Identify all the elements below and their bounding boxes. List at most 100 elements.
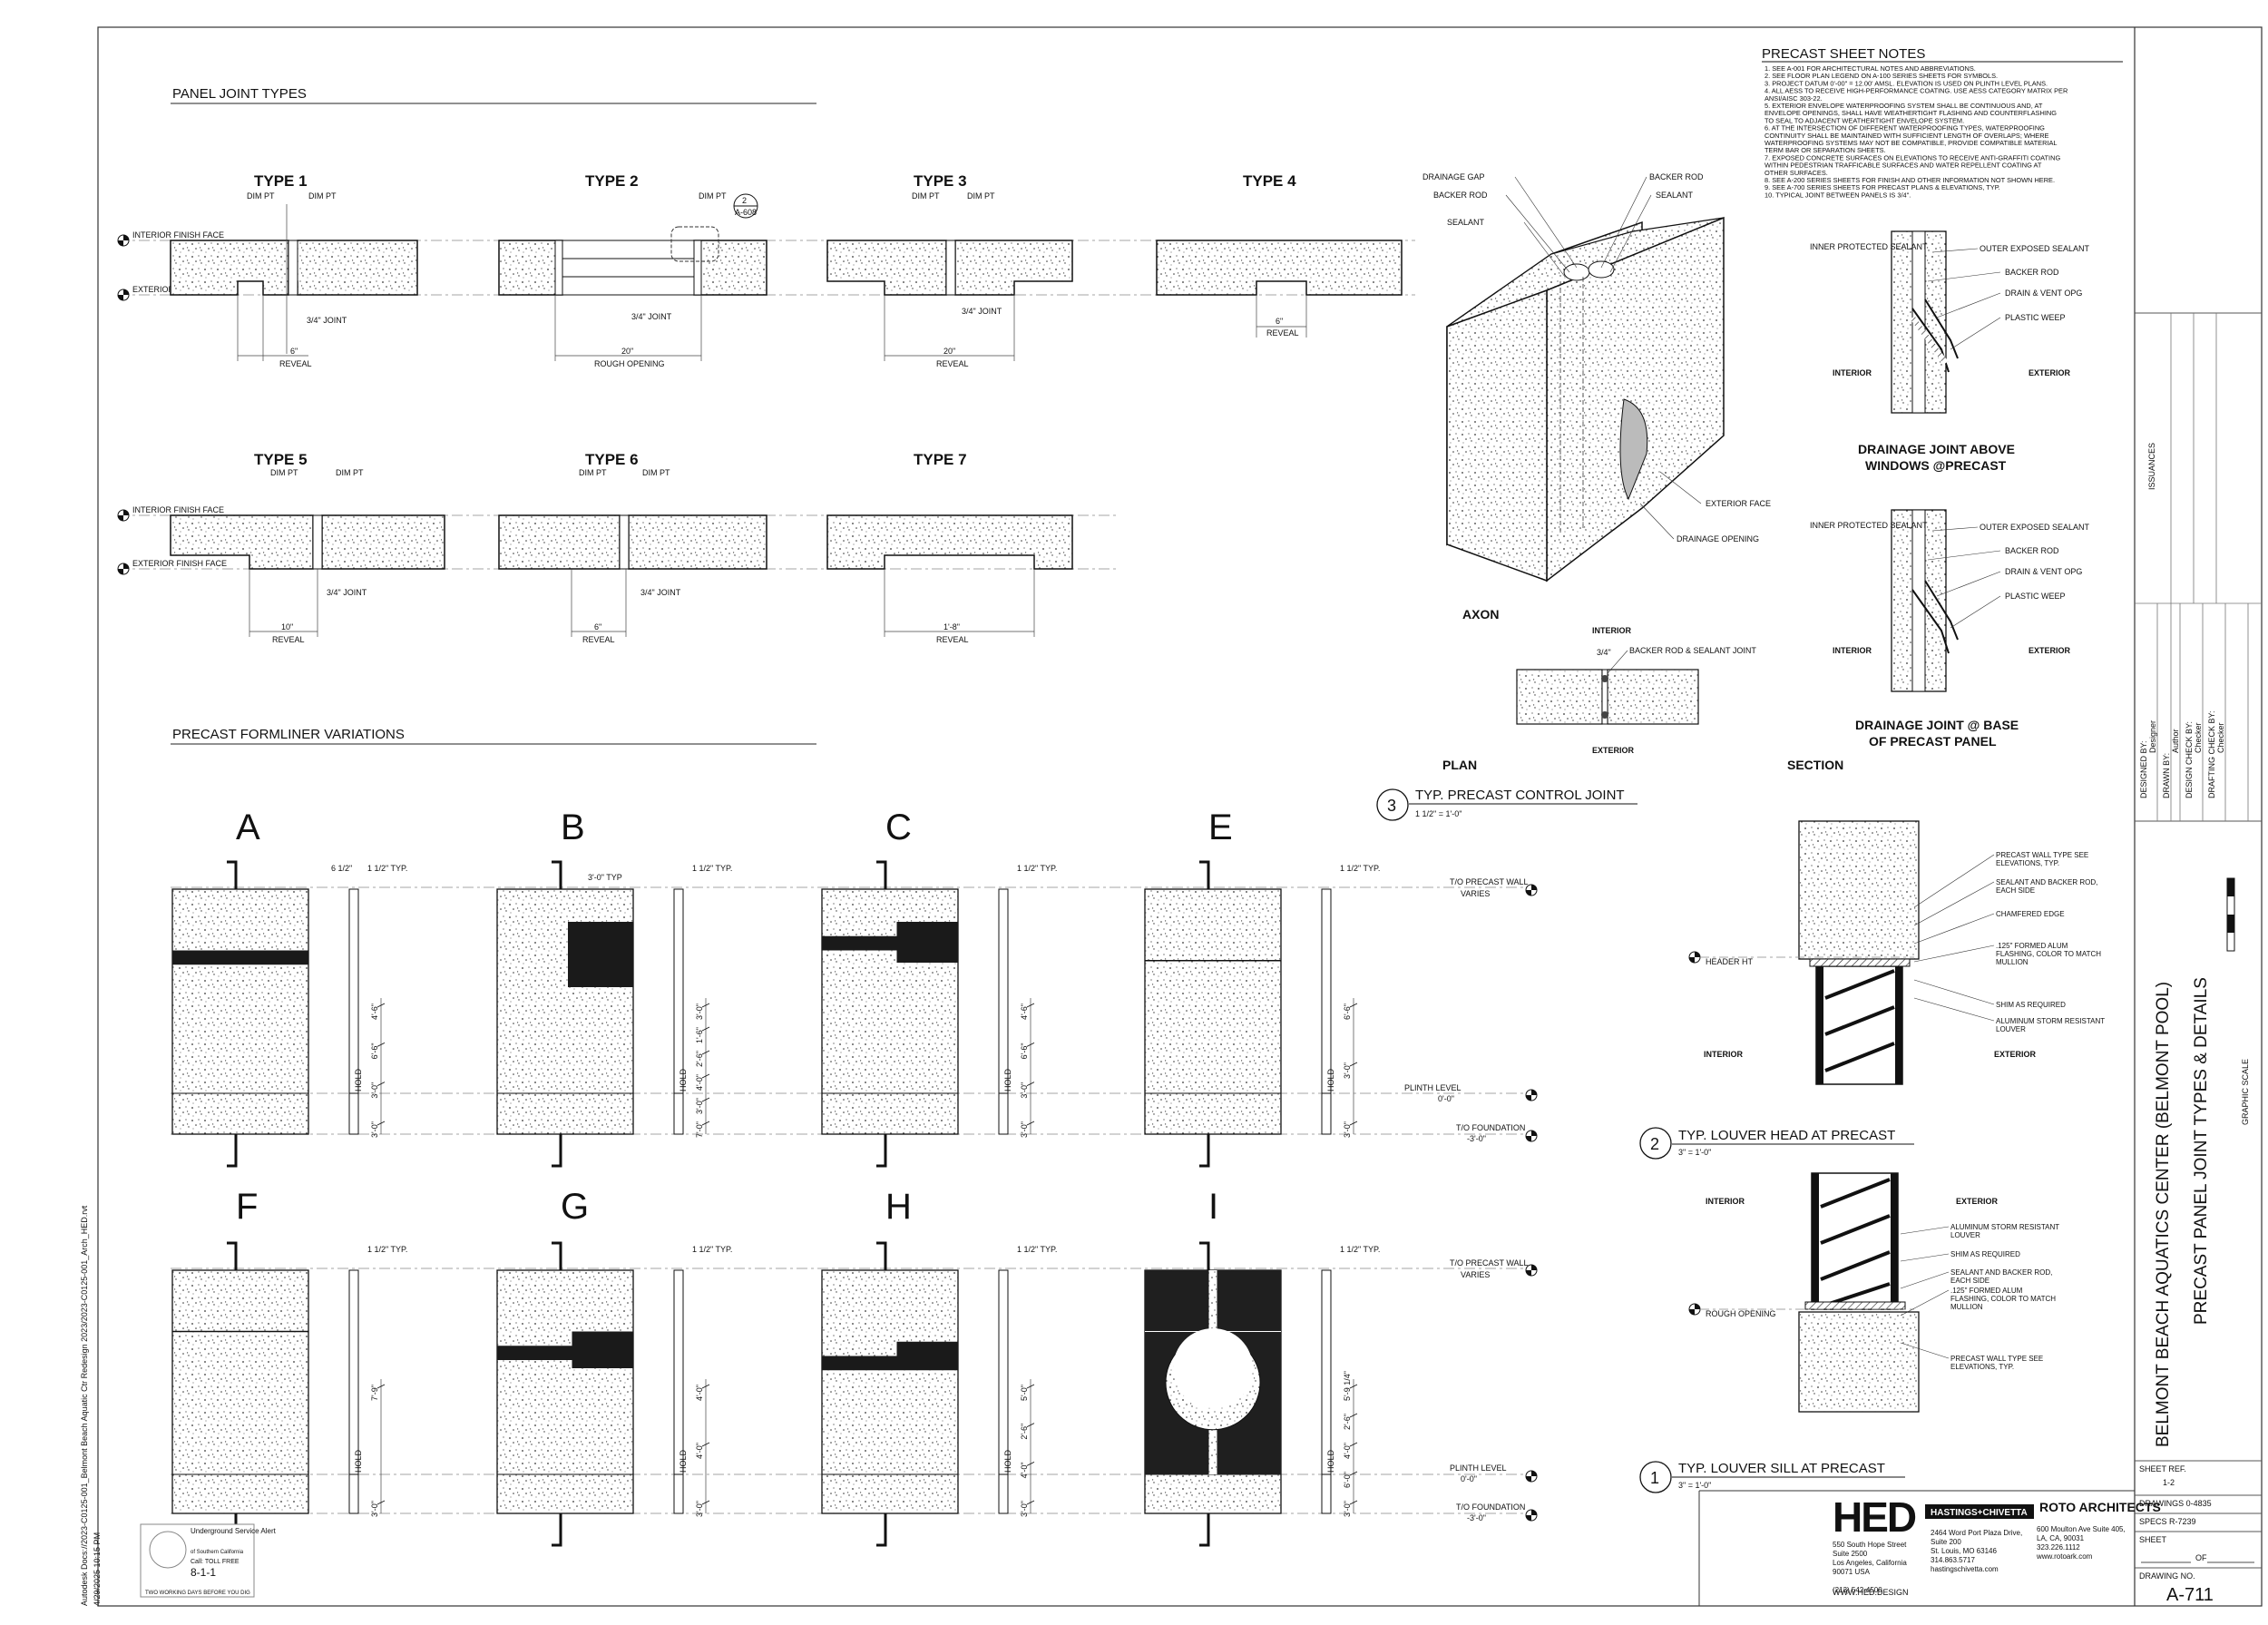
dim-value: 2'-6" [695,1051,704,1067]
level-label: T/O FOUNDATION [1456,1503,1525,1512]
datum-symbol [117,289,130,301]
type-title: TYPE 5 [254,451,308,468]
hed-logo: HED [1833,1493,1916,1541]
specs-label: SPECS R-7239 [2139,1517,2196,1526]
exterior-finish-face-label-2: EXTERIOR FINISH FACE [132,559,227,568]
address-line: 323.226.1112 [2037,1543,2080,1552]
note-item: 7. EXPOSED CONCRETE SURFACES ON ELEVATIO… [1765,153,2060,162]
dig-alert-stamp: Underground Service Alert of Southern Ca… [140,1523,277,1598]
louver-sill-note: MULLION [1950,1303,1983,1311]
variant-letter: E [1208,808,1233,847]
level-value: 0'-0" [1438,1094,1454,1103]
callout-number: 2 [742,196,747,205]
type-title: TYPE 2 [585,172,639,190]
dim-value: 3'-0" [1343,1121,1352,1138]
detail-callout[interactable]: 2 A-608 [733,193,758,219]
note-item: 10. TYPICAL JOINT BETWEEN PANELS IS 3/4"… [1765,191,1911,199]
dim-caption: REVEAL [936,635,969,644]
level-label: T/O PRECAST WALL [1450,877,1529,886]
dig-alert-tollfree: Call: TOLL FREE [191,1559,240,1565]
dim-value: 3'-0" [370,1501,379,1517]
dim-pt-label: DIM PT [912,191,940,201]
interior-finish-face-label-2: INTERIOR FINISH FACE [132,505,224,514]
exterior-label: EXTERIOR [1592,746,1635,755]
dim-label: 6" [1276,317,1283,326]
address-line: www.rotoark.com [2036,1552,2093,1561]
hold-label: HOLD [679,1068,688,1091]
datum-symbol [117,234,130,247]
address-line: Suite 200 [1931,1538,1961,1546]
detail-number: 3 [1387,797,1396,815]
dim-value: 3'-0" [1020,1501,1029,1517]
sheet-label: SHEET [2139,1535,2167,1544]
address-line: hastingschivetta.com [1931,1565,1999,1573]
typ-label: 3'-0" TYP [588,873,622,882]
dim-label: 6" [594,622,601,631]
address-line: St. Louis, MO 63146 [1931,1547,1997,1555]
level-value: VARIES [1461,889,1490,898]
dim-pt-label: DIM PT [642,468,670,477]
dim-value: 3'-0" [370,1082,379,1099]
drainage-label: OUTER EXPOSED SEALANT [1980,244,2090,253]
dig-alert-sub: of Southern California [191,1550,244,1555]
interior-label: INTERIOR [1833,646,1872,655]
dig-alert-footer: TWO WORKING DAYS BEFORE YOU DIG [145,1591,250,1596]
project-title: BELMONT BEACH AQUATICS CENTER (BELMONT P… [2154,982,2173,1447]
hold-label: HOLD [354,1068,363,1091]
louver-head-note: SEALANT AND BACKER ROD, [1996,878,2097,886]
note-item: 9. SEE A-700 SERIES SHEETS FOR PRECAST P… [1765,183,2000,191]
type-title: TYPE 4 [1243,172,1296,190]
axon-title: AXON [1462,607,1499,622]
formliner-e: E1 1/2" TYP.6'-6"3'-0"3'-0"HOLD [1144,808,1380,1168]
dim-pt-label: DIM PT [270,468,298,477]
address-line: Los Angeles, California [1833,1559,1907,1567]
louver-head-note: ELEVATIONS, TYP. [1996,859,2059,867]
typ-label: 1 1/2" TYP. [367,1245,407,1254]
formliner-section: PRECAST FORMLINER VARIATIONS A1 1/2" TYP… [171,727,1538,1547]
hold-label: HOLD [679,1449,688,1473]
level-value: 0'-0" [1461,1474,1477,1483]
formliner-heading: PRECAST FORMLINER VARIATIONS [172,727,405,742]
dim-caption: REVEAL [272,635,305,644]
formliner-b: B1 1/2" TYP.3'-0" TYP3'-0"1'-6"2'-6"4'-0… [496,808,732,1168]
dim-caption: ROUGH OPENING [594,359,665,368]
type-title: TYPE 3 [914,172,967,190]
joint-type-6: TYPE 6 DIM PT DIM PT 6" REVEAL 3/4" JOIN… [498,451,767,644]
sheet-border [97,26,2263,1607]
louver-sill-note: ELEVATIONS, TYP. [1950,1363,2014,1371]
address-line: 2464 Word Port Plaza Drive, [1931,1529,2022,1537]
note-item: TO SEAL TO ADJACENT WEATHERTIGHT ENVELOP… [1765,116,1964,124]
exterior-label: EXTERIOR [1994,1050,2037,1059]
rough-opening-datum [1688,1303,1701,1316]
partner2-address: 600 Moulton Ave Suite 405,LA, CA, 900313… [2036,1525,2126,1561]
drainage-label: PLASTIC WEEP [2005,592,2066,601]
drainage-label: INNER PROTECTED SEALANT [1810,521,1928,530]
axon-label: DRAINAGE GAP [1422,172,1485,181]
drainage-label: PLASTIC WEEP [2005,313,2066,322]
dim-value: 1'-6" [695,1027,704,1043]
control-joint-plan: INTERIOR 3/4" BACKER ROD & SEALANT JOINT… [1376,626,1843,821]
dim-value: 2'-6" [1020,1424,1029,1440]
header-ht-datum [1688,951,1701,964]
level-marker-row2: T/O PRECAST WALL VARIES PLINTH LEVEL 0'-… [1450,1258,1538,1522]
joint-label: 3/4" JOINT [631,312,672,321]
datum-label: HEADER HT [1706,957,1754,966]
detail-number: 1 [1650,1469,1659,1487]
joint-label: 3/4" JOINT [962,307,1002,316]
louver-head-note: MULLION [1996,958,2028,966]
sheet-ref-value: 1-2 [2163,1478,2175,1487]
typ-label: 1 1/2" TYP. [692,1245,732,1254]
drainage-title: WINDOWS @PRECAST [1865,458,2007,473]
hold-label: HOLD [1326,1449,1335,1473]
drawing-number: A-711 [2166,1585,2214,1605]
note-item: 5. EXTERIOR ENVELOPE WATERPROOFING SYSTE… [1765,102,2043,110]
note-item: 2. SEE FLOOR PLAN LEGEND ON A-100 SERIES… [1765,72,1998,80]
callout-sheet: A-608 [735,208,757,217]
dim-value: 6'-6" [370,1043,379,1059]
drainage-title: DRAINAGE JOINT @ BASE [1855,718,2019,732]
drainage-label: BACKER ROD [2005,546,2059,555]
interior-label: INTERIOR [1706,1197,1745,1206]
hold-label: HOLD [1003,1068,1012,1091]
